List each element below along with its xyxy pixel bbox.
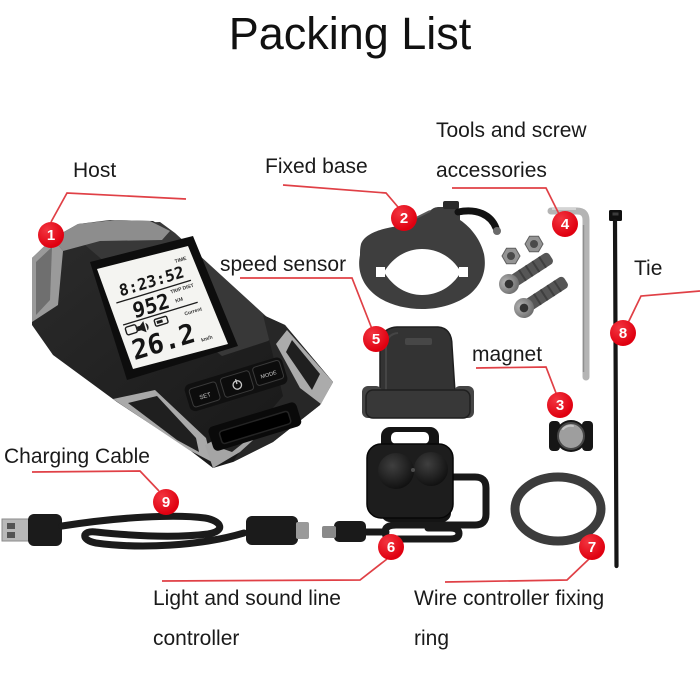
set-button — [188, 381, 221, 408]
leader-speed-sensor — [240, 277, 373, 330]
label-magnet: magnet — [472, 343, 543, 366]
battery-icon — [153, 315, 169, 327]
leader-magnet — [475, 366, 557, 394]
label-ring-line1: Wire controller fixing — [414, 587, 605, 610]
leader-tools — [452, 187, 560, 215]
cable-tie — [609, 210, 622, 569]
mode-button-label: MODE — [260, 370, 278, 381]
lcd-time-label: TIME — [174, 256, 188, 265]
leader-host — [50, 192, 187, 223]
power-icon — [232, 379, 243, 390]
lcd-current-label: Current — [184, 306, 203, 317]
allen-key — [547, 207, 590, 381]
speaker-icon — [136, 321, 149, 333]
hex-nut — [524, 235, 544, 253]
label-fixing-ring: Wire controller fixing ring — [414, 579, 604, 659]
set-button-label: SET — [199, 392, 212, 401]
sensor-print — [405, 338, 432, 345]
usb-a-plug — [1, 518, 30, 542]
backlight-icon — [124, 324, 138, 336]
callout-badge-5: 5 — [363, 326, 389, 352]
leader-ring — [444, 558, 590, 583]
leader-controller — [161, 558, 388, 582]
label-controller-line1: Light and sound line — [153, 587, 341, 610]
fixing-ring — [510, 472, 606, 546]
controller-button-left — [378, 453, 414, 489]
host-top-trim — [53, 220, 170, 251]
leader-fixed-base — [282, 184, 399, 208]
charging-cable — [1, 512, 309, 550]
callout-badge-9: 9 — [153, 489, 179, 515]
leader-charging — [31, 470, 160, 492]
fixed-base — [359, 201, 501, 309]
label-fixed-base: Fixed base — [265, 155, 368, 178]
label-tools: Tools and screw accessories — [436, 111, 587, 191]
callout-badge-3: 3 — [547, 392, 573, 418]
callout-badge-7: 7 — [579, 534, 605, 560]
controller-button-right — [414, 452, 448, 486]
host-port — [208, 402, 302, 451]
wheel-magnet — [549, 420, 593, 452]
leader-lines — [31, 184, 700, 583]
leader-tie — [627, 290, 700, 324]
callout-badge-4: 4 — [552, 211, 578, 237]
lcd-trip-unit: KM — [175, 297, 184, 305]
speed-sensor — [362, 326, 474, 419]
host-buttons: SET MODE — [184, 357, 288, 412]
hex-nut — [501, 247, 521, 265]
tools-and-screws — [499, 207, 590, 381]
label-controller-line2: controller — [153, 627, 240, 650]
host-device: TIME 8:23:52 952 TRIP DIST KM Current 26… — [32, 220, 333, 468]
label-tools-line2: accessories — [436, 159, 547, 182]
mode-button — [252, 359, 285, 386]
label-controller: Light and sound line controller — [153, 579, 341, 659]
screw-bolt — [514, 276, 568, 318]
base-strap — [454, 207, 500, 232]
page-title: Packing List — [228, 8, 472, 59]
label-host: Host — [73, 159, 117, 182]
label-charging-cable: Charging Cable — [4, 445, 150, 468]
callout-badge-6: 6 — [378, 534, 404, 560]
callout-badge-2: 2 — [391, 205, 417, 231]
lcd-speed-unit: km/h — [201, 335, 214, 344]
label-tools-line1: Tools and screw — [436, 119, 587, 142]
lcd-screen — [97, 246, 228, 369]
light-sound-controller — [322, 427, 490, 543]
screw-bolt — [499, 252, 553, 294]
label-ring-line2: ring — [414, 627, 450, 650]
label-tie: Tie — [634, 257, 663, 280]
callout-badge-1: 1 — [38, 222, 64, 248]
callout-badge-8: 8 — [610, 320, 636, 346]
controller-usb-plug — [334, 521, 366, 542]
label-speed-sensor: speed sensor — [220, 253, 347, 276]
